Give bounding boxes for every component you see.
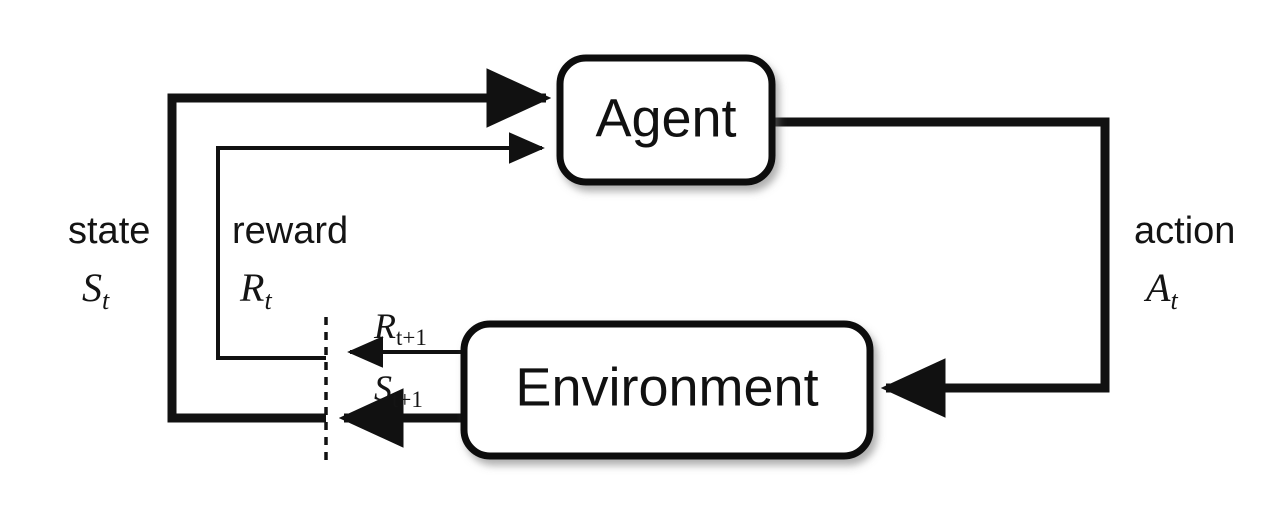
state-next-subscript: t+1 [392, 387, 423, 412]
reward-word-label: reward [232, 210, 348, 252]
action-symbol-label: At [1143, 265, 1178, 315]
state-next-symbol: S [374, 368, 392, 408]
reward-next-subscript: t+1 [396, 325, 427, 350]
agent-label: Agent [595, 88, 736, 148]
environment-box[interactable] [460, 320, 874, 460]
reward-symbol-label: Rt [239, 265, 272, 315]
state-word-label: state [68, 210, 150, 252]
reward-subscript: t [264, 286, 272, 315]
action-subscript: t [1170, 286, 1178, 315]
action-symbol: A [1143, 265, 1171, 310]
state-label-group: state St [68, 210, 150, 315]
environment-label: Environment [515, 357, 818, 417]
edge-group-action [770, 117, 1110, 418]
agent-node[interactable]: Agent [556, 54, 776, 186]
state-feedback-arrow [167, 68, 552, 423]
state-next-label-group: St+1 [374, 368, 423, 412]
action-label-group: action At [1134, 210, 1235, 315]
edge-group-state-feedback [167, 68, 552, 423]
reward-feedback-arrow [216, 132, 545, 360]
state-next-symbol-label: St+1 [374, 368, 423, 412]
reward-next-label-group: Rt+1 [373, 306, 427, 350]
reward-next-symbol: R [373, 306, 396, 346]
state-symbol-label: St [82, 265, 110, 315]
edge-group-reward-feedback [216, 132, 545, 360]
state-subscript: t [102, 286, 110, 315]
agent-box[interactable] [556, 54, 776, 186]
action-arrow [770, 117, 1110, 418]
environment-node[interactable]: Environment [460, 320, 874, 460]
reward-label-group: reward Rt [232, 210, 348, 315]
reward-next-symbol-label: Rt+1 [373, 306, 427, 350]
state-symbol: S [82, 265, 102, 310]
reward-symbol: R [239, 265, 264, 310]
action-word-label: action [1134, 210, 1235, 252]
